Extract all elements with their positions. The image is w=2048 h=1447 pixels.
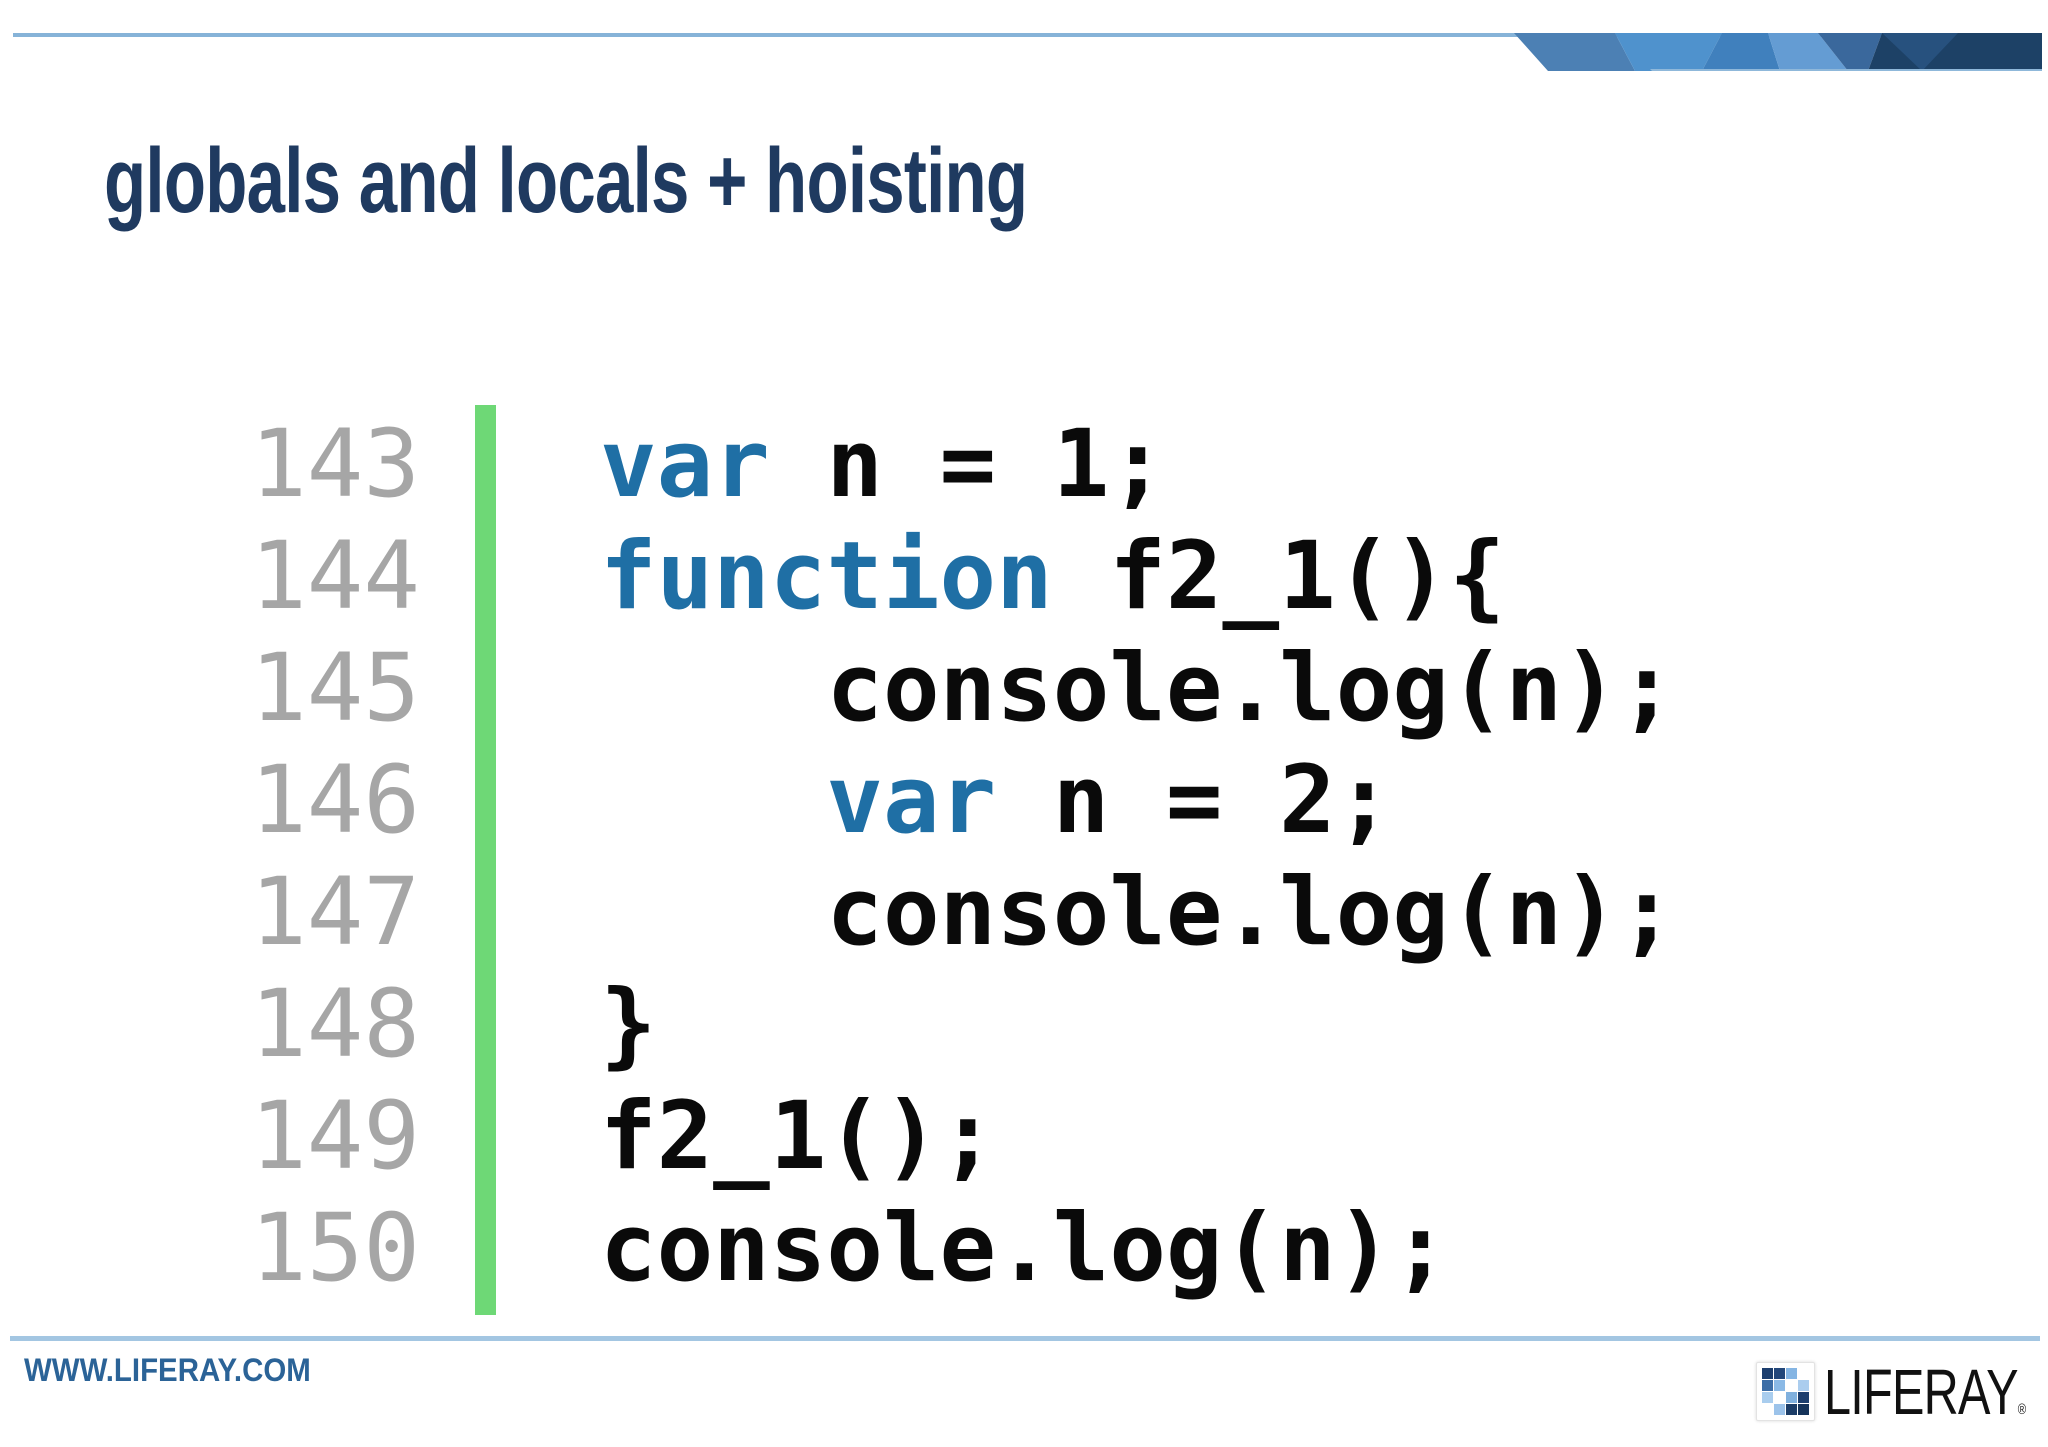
code-line: console.log(n); (600, 633, 1675, 745)
code-line: function f2_1(){ (600, 521, 1675, 633)
code-token: } (600, 970, 657, 1079)
line-number: 147 (250, 858, 420, 967)
code-token: f2_1(){ (1052, 522, 1506, 631)
banner-facet (1615, 33, 1722, 71)
logo-mosaic-cell (1798, 1404, 1809, 1415)
line-number: 143 (250, 410, 420, 519)
logo-mosaic-cell (1798, 1380, 1809, 1391)
registered-trademark-symbol: ® (2017, 1401, 2027, 1418)
code-token: console.log(n); (600, 634, 1676, 743)
banner-facet (1650, 69, 2042, 71)
liferay-logo-brand-text: LIFERAY (1824, 1356, 2019, 1428)
code-token (600, 746, 826, 855)
liferay-logo-mark-icon (1756, 1362, 1815, 1421)
liferay-logo-wordmark: LIFERAY® (1824, 1360, 2027, 1439)
slide-title: globals and locals + hoisting (104, 130, 1028, 232)
logo-mosaic-cell (1774, 1368, 1785, 1379)
code-token: f2_1(); (600, 1082, 997, 1191)
keyword-token: var (600, 410, 770, 519)
corner-banner-graphic (1514, 33, 2042, 71)
line-number: 145 (250, 634, 420, 743)
code-line: var n = 2; (600, 745, 1675, 857)
logo-mosaic-cell (1762, 1380, 1773, 1391)
footer-divider-rule (10, 1336, 2040, 1341)
code-line: console.log(n); (600, 857, 1675, 969)
banner-facet (1702, 33, 1780, 71)
changed-lines-marker-bar (475, 405, 496, 1315)
code-lines: var n = 1;function f2_1(){ console.log(n… (600, 409, 1675, 1305)
code-token: n = 1; (769, 410, 1166, 519)
code-line: console.log(n); (600, 1193, 1675, 1305)
code-token: console.log(n); (600, 1194, 1449, 1303)
liferay-logo: LIFERAY® (1756, 1360, 2048, 1439)
code-line: f2_1(); (600, 1081, 1675, 1193)
banner-facet (1514, 33, 1635, 71)
top-divider-rule (13, 33, 2040, 37)
logo-mosaic-empty-cell (1762, 1404, 1773, 1415)
line-number: 149 (250, 1082, 420, 1191)
banner-facet (1768, 33, 1848, 71)
keyword-token: var (826, 746, 997, 855)
logo-mosaic-cell (1762, 1392, 1773, 1403)
logo-mosaic-cell (1774, 1404, 1785, 1415)
logo-mosaic-empty-cell (1798, 1368, 1809, 1379)
code-line: var n = 1; (600, 409, 1675, 521)
code-line: } (600, 969, 1675, 1081)
logo-mosaic-cell (1774, 1380, 1785, 1391)
line-number: 146 (250, 746, 420, 855)
logo-mosaic-empty-cell (1774, 1392, 1785, 1403)
code-token: console.log(n); (600, 858, 1676, 967)
footer-website-url: WWW.LIFERAY.COM (24, 1352, 311, 1388)
line-number: 150 (250, 1194, 420, 1303)
logo-mosaic-cell (1798, 1392, 1809, 1403)
logo-mosaic-cell (1786, 1368, 1797, 1379)
banner-facet (1818, 33, 1882, 71)
logo-mosaic-cell (1786, 1404, 1797, 1415)
line-number: 148 (250, 970, 420, 1079)
code-token: n = 2; (996, 746, 1393, 855)
logo-mosaic-cell (1786, 1392, 1797, 1403)
banner-facet (1882, 33, 1958, 71)
keyword-token: function (600, 522, 1053, 631)
line-number: 144 (250, 522, 420, 631)
logo-mosaic-cell (1762, 1368, 1773, 1379)
logo-mosaic-empty-cell (1786, 1380, 1797, 1391)
